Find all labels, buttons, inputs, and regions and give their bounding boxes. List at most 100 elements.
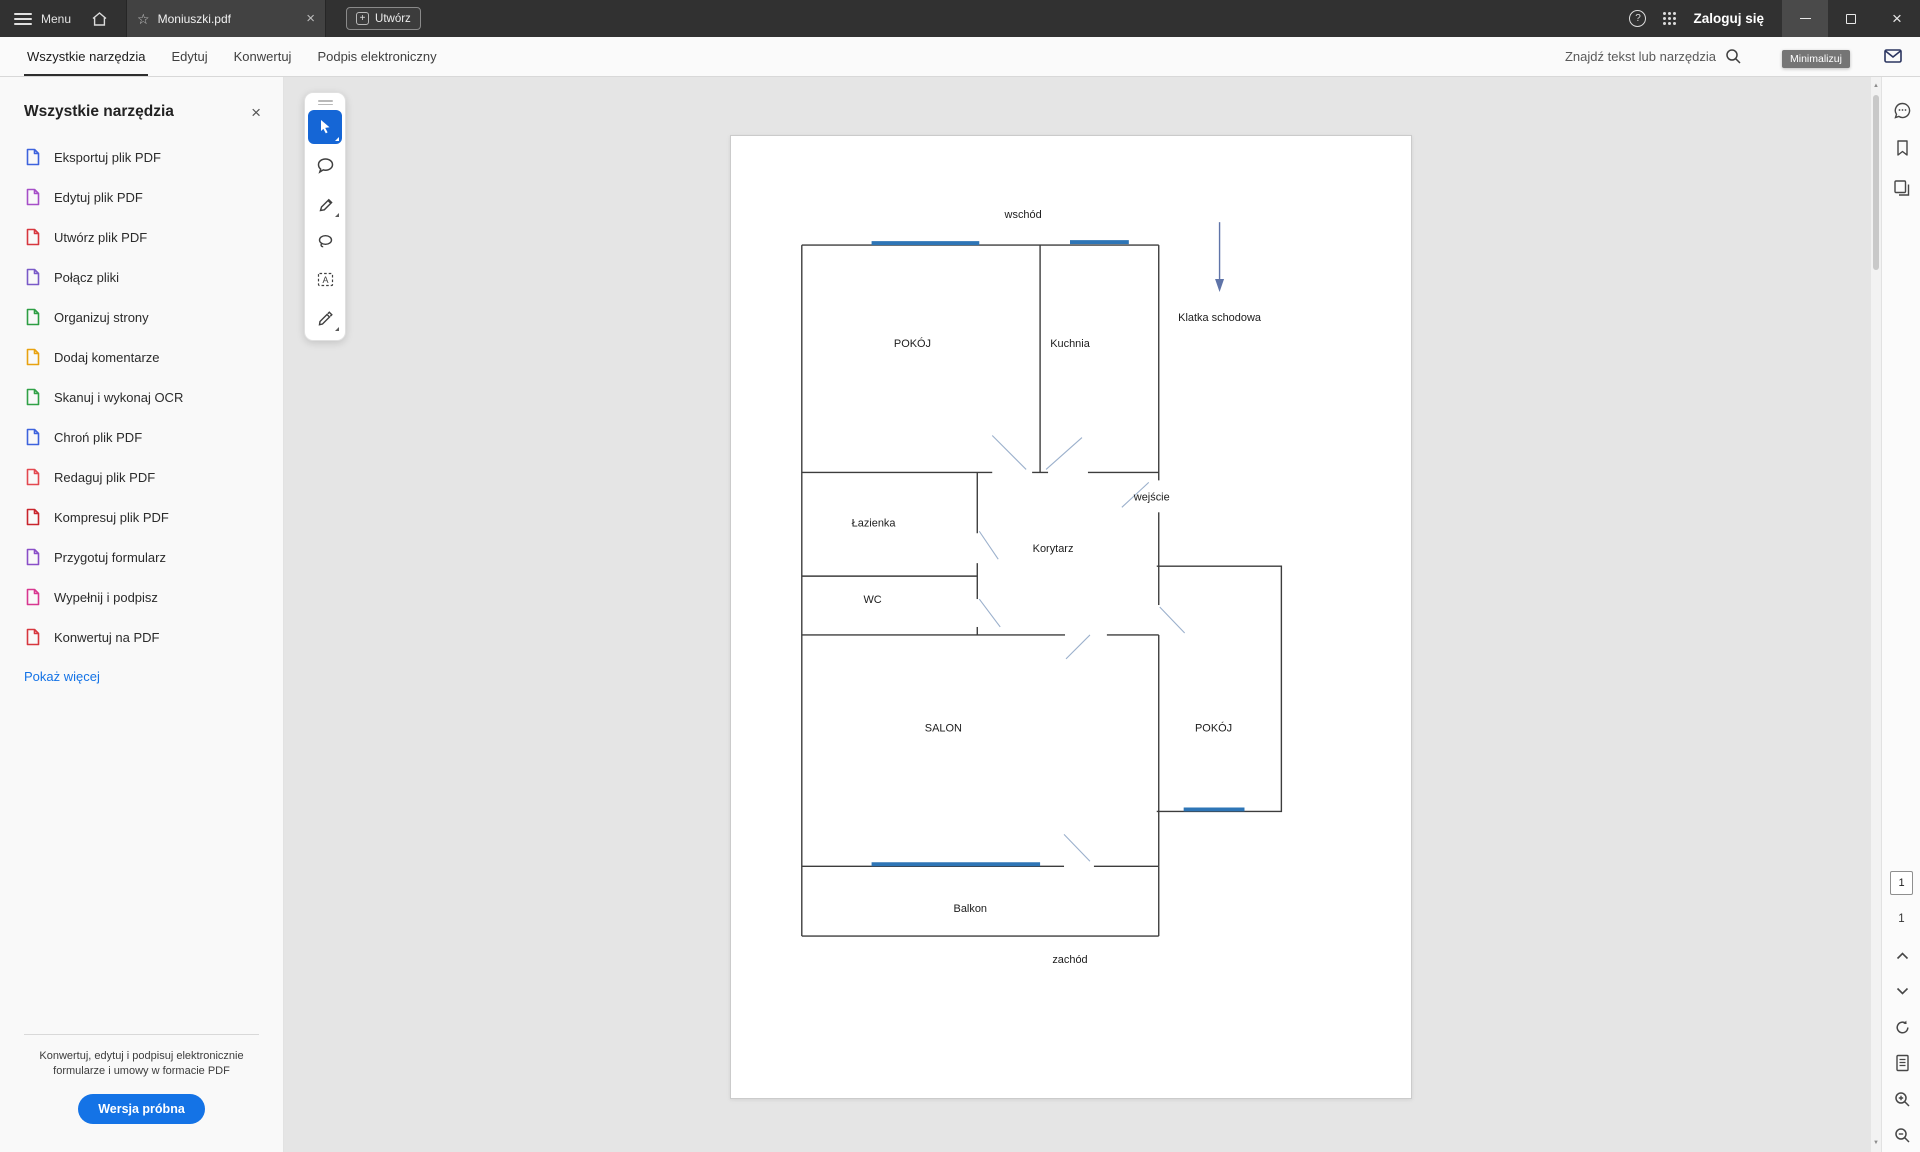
search-tools-button[interactable]: Znajdź tekst lub narzędzia	[1565, 37, 1742, 76]
toolbar-drag-handle[interactable]	[309, 98, 341, 110]
fit-page-icon	[1895, 1054, 1909, 1072]
label-wc: WC	[863, 594, 881, 606]
title-bar: Menu ☆ Moniuszki.pdf × + Utwórz ? Zalogu…	[0, 0, 1920, 37]
create-tab-label: Utwórz	[375, 12, 411, 25]
label-room-right: POKÓJ	[1195, 722, 1232, 735]
home-button[interactable]	[91, 11, 108, 27]
zoom-out-button[interactable]	[1891, 1124, 1913, 1146]
tool-item[interactable]: Kompresuj plik PDF	[0, 497, 283, 537]
show-more-link[interactable]: Pokaż więcej	[24, 669, 100, 684]
sign-in-button[interactable]: Zaloguj się	[1693, 11, 1764, 26]
label-kitchen: Kuchnia	[1050, 338, 1090, 350]
tool-item[interactable]: Organizuj strony	[0, 297, 283, 337]
create-pdf-icon	[24, 228, 42, 246]
document-area: A	[284, 77, 1871, 1152]
bookmarks-panel-button[interactable]	[1891, 137, 1913, 159]
footer-divider	[24, 1034, 259, 1036]
title-bar-left: Menu ☆ Moniuszki.pdf × + Utwórz	[0, 0, 1920, 37]
tool-item[interactable]: Utwórz plik PDF	[0, 217, 283, 257]
organize-pages-icon	[24, 308, 42, 326]
floorplan-drawing: wschód Klatka schodowa POKÓJ Kuchnia Łaz…	[801, 209, 1283, 966]
highlight-tool-button[interactable]	[308, 186, 342, 220]
comment-icon	[317, 157, 333, 174]
home-icon	[92, 11, 107, 26]
apps-grid-button[interactable]	[1662, 11, 1677, 26]
scrollbar-thumb[interactable]	[1873, 95, 1879, 270]
select-tool-button[interactable]	[308, 110, 342, 144]
tab-edit[interactable]: Edytuj	[171, 49, 208, 64]
lasso-tool-button[interactable]	[308, 224, 342, 258]
search-label: Znajdź tekst lub narzędzia	[1564, 49, 1716, 64]
tool-item[interactable]: Połącz pliki	[0, 257, 283, 297]
tab-esign[interactable]: Podpis elektroniczny	[317, 49, 437, 64]
page-thumbnails-button[interactable]	[1891, 177, 1913, 199]
select-text-tool-button[interactable]: A	[308, 262, 342, 296]
comments-panel-button[interactable]	[1891, 99, 1913, 121]
hamburger-menu-icon[interactable]	[14, 12, 32, 25]
tool-item[interactable]: Eksportuj plik PDF	[0, 137, 283, 177]
pdf-page[interactable]: wschód Klatka schodowa POKÓJ Kuchnia Łaz…	[730, 135, 1412, 1099]
share-mail-button[interactable]	[1884, 49, 1902, 68]
panel-title: Wszystkie narzędzia	[24, 103, 174, 120]
zoom-in-button[interactable]	[1891, 1088, 1913, 1110]
zoom-in-icon	[1894, 1091, 1910, 1107]
rotate-page-button[interactable]	[1891, 1016, 1913, 1038]
tool-item[interactable]: Edytuj plik PDF	[0, 177, 283, 217]
chevron-down-icon	[1896, 987, 1908, 995]
tab-convert[interactable]: Konwertuj	[233, 49, 292, 64]
tool-item[interactable]: Chroń plik PDF	[0, 417, 283, 457]
tool-item[interactable]: Przygotuj formularz	[0, 537, 283, 577]
panel-footer: Konwertuj, edytuj i podpisuj elektronicz…	[24, 1034, 259, 1124]
rotate-icon	[1895, 1020, 1909, 1033]
fill-sign-icon	[24, 588, 42, 606]
export-pdf-icon	[24, 148, 42, 166]
document-tab-title: Moniuszki.pdf	[157, 11, 231, 26]
text-select-icon: A	[317, 272, 333, 286]
floorplan-labels: wschód Klatka schodowa POKÓJ Kuchnia Łaz…	[852, 209, 1262, 966]
pages-icon	[1894, 180, 1910, 196]
convert-pdf-icon	[24, 628, 42, 646]
menu-label[interactable]: Menu	[41, 11, 72, 26]
label-entrance: wejście	[1133, 491, 1170, 503]
add-comment-tool-button[interactable]	[308, 148, 342, 182]
window-maximize-button[interactable]	[1828, 0, 1874, 37]
fill-sign-tool-button[interactable]	[308, 300, 342, 334]
tool-item[interactable]: Wypełnij i podpisz	[0, 577, 283, 617]
right-rail: 1	[1881, 77, 1920, 1152]
combine-files-icon	[24, 268, 42, 286]
minimize-icon	[1799, 18, 1811, 19]
fit-page-button[interactable]	[1891, 1052, 1913, 1074]
tool-item[interactable]: Konwertuj na PDF	[0, 617, 283, 657]
window-close-button[interactable]: ×	[1874, 0, 1920, 37]
create-tab-button[interactable]: + Utwórz	[346, 7, 421, 30]
previous-page-button[interactable]	[1891, 945, 1913, 967]
apps-grid-icon	[1663, 12, 1677, 25]
scroll-down-arrow-icon[interactable]: ▼	[1873, 1140, 1879, 1146]
mail-icon	[1884, 49, 1902, 63]
tool-item[interactable]: Dodaj komentarze	[0, 337, 283, 377]
vertical-scrollbar[interactable]: ▲ ▼	[1871, 77, 1881, 1152]
label-room-top: POKÓJ	[894, 337, 931, 350]
page-count-label: 1	[1898, 913, 1905, 925]
tools-list: Eksportuj plik PDF Edytuj plik PDF Utwór…	[0, 137, 283, 657]
document-tab[interactable]: ☆ Moniuszki.pdf ×	[126, 0, 327, 37]
tool-item[interactable]: Redaguj plik PDF	[0, 457, 283, 497]
favorite-star-icon[interactable]: ☆	[137, 10, 150, 27]
zoom-out-icon	[1894, 1127, 1910, 1143]
help-button[interactable]: ?	[1629, 10, 1647, 27]
label-west: zachód	[1052, 954, 1087, 966]
label-hallway: Korytarz	[1033, 543, 1074, 555]
scroll-up-arrow-icon[interactable]: ▲	[1873, 83, 1879, 89]
tab-close-icon[interactable]: ×	[306, 10, 316, 27]
next-page-button[interactable]	[1891, 980, 1913, 1002]
maximize-icon	[1846, 13, 1856, 24]
tab-all-tools[interactable]: Wszystkie narzędzia	[14, 37, 158, 76]
panel-close-icon[interactable]: ×	[251, 102, 261, 122]
redact-pdf-icon	[24, 468, 42, 486]
floorplan-door-swings	[978, 435, 1186, 862]
page-number-input[interactable]	[1890, 871, 1913, 895]
window-minimize-button[interactable]	[1782, 0, 1828, 37]
tool-item[interactable]: Skanuj i wykonaj OCR	[0, 377, 283, 417]
trial-version-button[interactable]: Wersja próbna	[78, 1094, 205, 1124]
all-tools-panel: Wszystkie narzędzia × Eksportuj plik PDF…	[0, 77, 284, 1152]
